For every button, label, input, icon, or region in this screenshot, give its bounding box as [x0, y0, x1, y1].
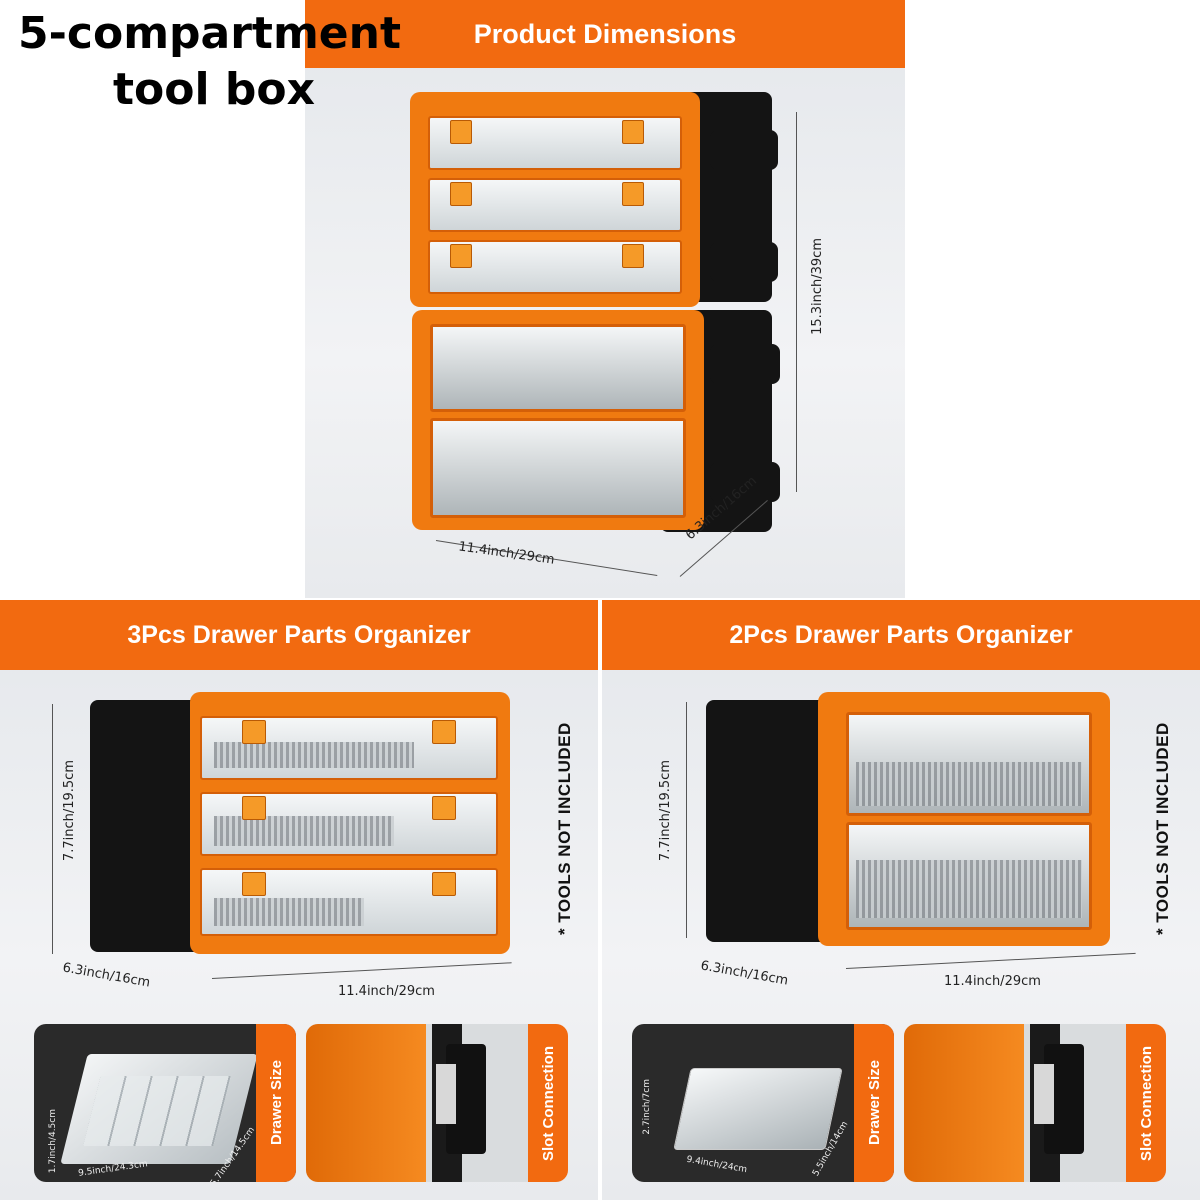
- left-slot-label: Slot Connection: [539, 1045, 557, 1161]
- left-banner: 3Pcs Drawer Parts Organizer: [0, 600, 598, 670]
- left-width-dim: 11.4inch/29cm: [338, 984, 435, 999]
- left-height-line: [52, 704, 53, 954]
- top-banner-title: Product Dimensions: [473, 18, 737, 49]
- height-dim-line: [796, 112, 797, 492]
- right-slot-thumb: Slot Connection: [904, 1024, 1166, 1182]
- left-drawer-h: 1.7inch/4.5cm: [48, 1109, 58, 1174]
- three-drawer-organizer: [90, 692, 520, 962]
- right-banner-title: 2Pcs Drawer Parts Organizer: [729, 620, 1073, 649]
- right-slot-label: Slot Connection: [1137, 1045, 1155, 1161]
- right-height-dim: 7.7inch/19.5cm: [658, 760, 673, 862]
- page-title: 5-compartment tool box: [18, 6, 408, 118]
- left-drawer-size-thumb: Drawer Size 1.7inch/4.5cm 9.5inch/24.3cm…: [34, 1024, 296, 1182]
- right-drawer-size-thumb: Drawer Size 2.7inch/7cm 9.4inch/24cm 5.5…: [632, 1024, 894, 1182]
- right-drawer-w: 9.4inch/24cm: [685, 1154, 748, 1176]
- right-tools-note: * TOOLS NOT INCLUDED: [1153, 722, 1172, 935]
- top-banner: Product Dimensions: [305, 0, 905, 68]
- right-drawer-h: 2.7inch/7cm: [642, 1079, 652, 1135]
- left-banner-title: 3Pcs Drawer Parts Organizer: [127, 620, 471, 649]
- left-tools-note: * TOOLS NOT INCLUDED: [555, 722, 574, 935]
- stacked-toolbox: [410, 92, 780, 542]
- title-line-2: tool box: [113, 64, 315, 115]
- right-drawer-size-label: Drawer Size: [865, 1060, 883, 1146]
- title-line-1: 5-compartment: [18, 8, 402, 59]
- top-height-dim: 15.3inch/39cm: [810, 238, 825, 335]
- right-width-dim: 11.4inch/29cm: [944, 974, 1041, 989]
- right-height-line: [686, 702, 687, 938]
- two-drawer-organizer: [706, 692, 1116, 952]
- left-height-dim: 7.7inch/19.5cm: [62, 760, 77, 862]
- right-banner: 2Pcs Drawer Parts Organizer: [602, 600, 1200, 670]
- left-slot-thumb: Slot Connection: [306, 1024, 568, 1182]
- left-drawer-size-label: Drawer Size: [267, 1060, 285, 1146]
